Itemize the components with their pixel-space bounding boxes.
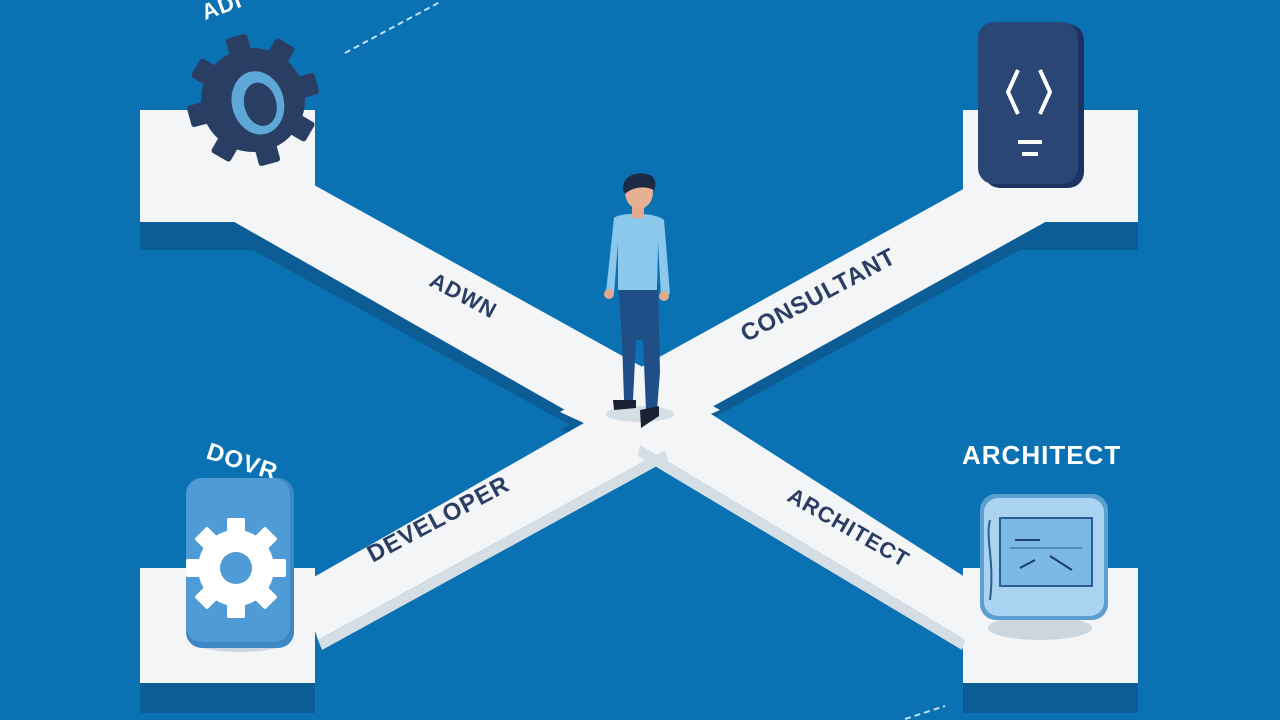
dashed-line-bottom	[904, 705, 946, 720]
corner-label-bottom-right: ARCHITECT	[962, 440, 1121, 470]
person	[604, 173, 674, 428]
path-developer	[300, 415, 665, 640]
blueprint-icon	[980, 494, 1108, 640]
path-developer-edge	[318, 450, 668, 650]
code-bulb-icon	[978, 22, 1084, 188]
gear-icon	[187, 34, 319, 166]
path-consultant	[560, 177, 1058, 448]
gear-icon	[186, 478, 294, 652]
dashed-line-top	[344, 1, 441, 54]
path-architect	[640, 412, 985, 640]
path-architect-edge	[638, 445, 965, 650]
path-admin	[222, 180, 720, 448]
